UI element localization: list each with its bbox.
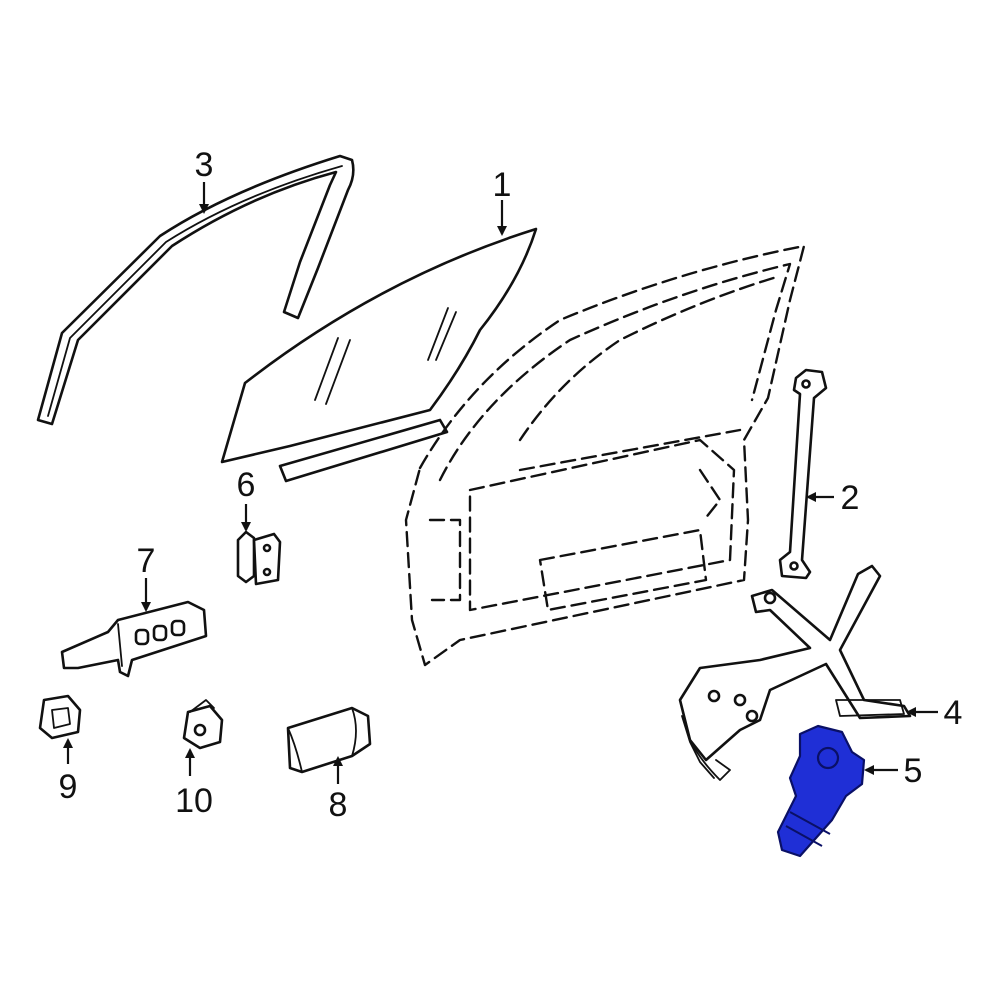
part-2-guide-rail[interactable] (778, 368, 828, 580)
callout-10: 10 (175, 782, 213, 820)
door-shell-outline (404, 244, 806, 667)
callout-4: 4 (944, 694, 963, 732)
part-5-window-motor[interactable] (776, 724, 866, 858)
part-3-glass-run-channel[interactable] (36, 154, 355, 426)
callout-2: 2 (841, 479, 860, 517)
callout-8: 8 (329, 786, 348, 824)
callout-1: 1 (493, 166, 512, 204)
callout-7: 7 (137, 542, 156, 580)
part-7-door-check[interactable] (60, 600, 208, 678)
callout-5: 5 (904, 752, 923, 790)
callout-9: 9 (59, 768, 78, 806)
part-9-bumper[interactable] (38, 694, 82, 740)
part-4-window-regulator[interactable] (678, 564, 912, 781)
part-1-door-glass[interactable] (220, 227, 538, 483)
part-10-clip[interactable] (182, 699, 224, 750)
part-6-door-hinge[interactable] (236, 530, 282, 586)
callout-6: 6 (237, 466, 256, 504)
leader-lines (63, 182, 938, 784)
callout-3: 3 (195, 146, 214, 184)
part-8-handle[interactable] (286, 706, 372, 774)
callout-labels: 3 1 2 4 5 6 7 8 9 10 (59, 146, 963, 824)
